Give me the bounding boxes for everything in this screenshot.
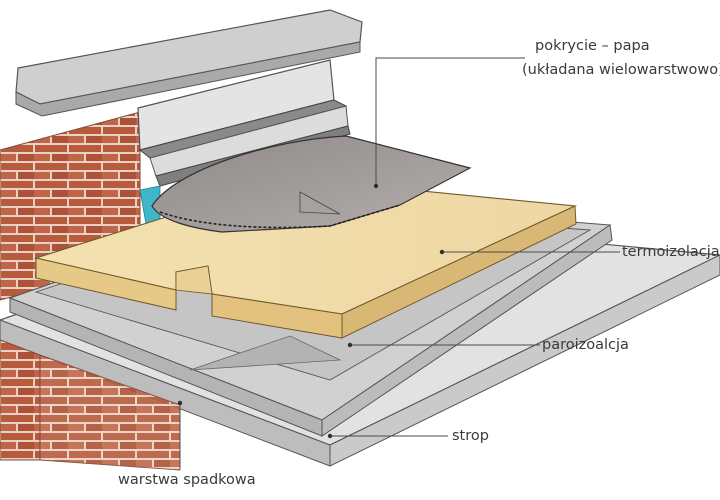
leader-lines [177,57,620,468]
label-slope-layer: warstwa spadkowa [118,472,256,488]
label-covering-line1: pokrycie – papa [535,38,650,54]
label-vapor-barrier: paroizoalcja [542,337,629,353]
label-covering-line2: (układana wielowarstwowo) [522,62,720,78]
label-thermal-insulation: termoizolacja [622,244,720,260]
membrane-layer [151,135,472,233]
brick-wall-lower [0,339,181,471]
parapet-cap [15,9,363,117]
leader-covering [375,57,525,186]
label-slab: strop [452,428,489,444]
insulation-layer [33,177,578,339]
